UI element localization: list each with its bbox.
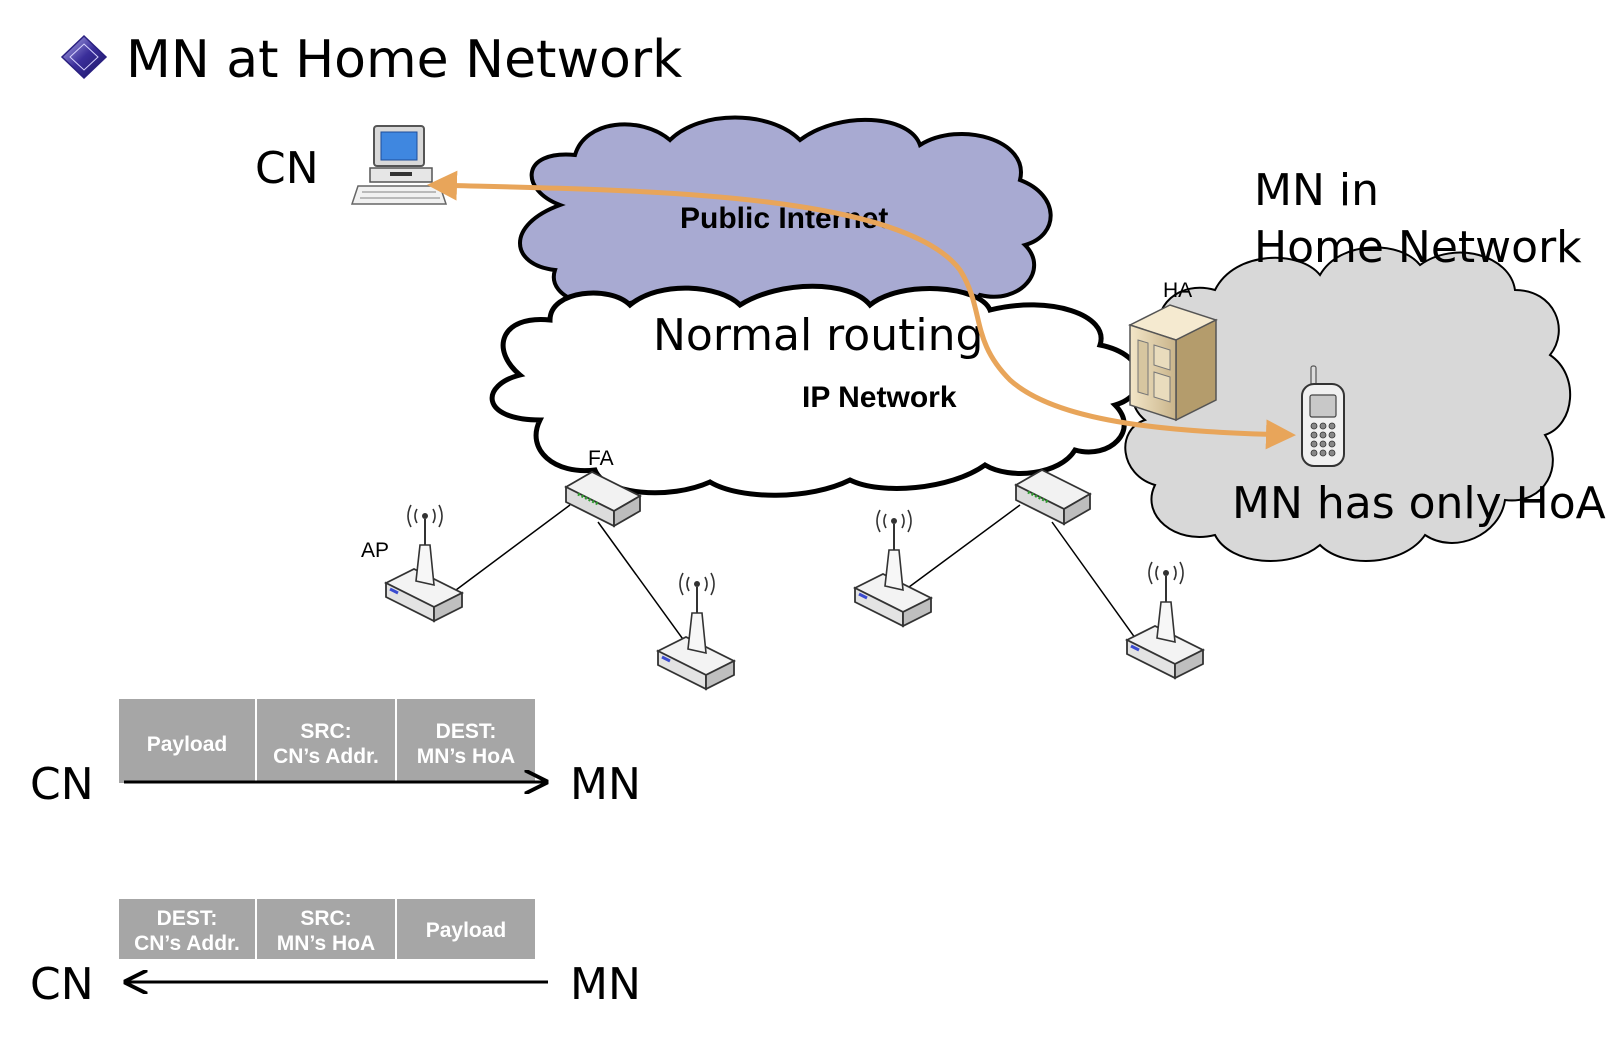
router-icon — [1014, 468, 1092, 526]
packet-cn-to-mn: Payload SRC: CN’s Addr. DEST: MN’s HoA C… — [30, 697, 641, 810]
ha-label: HA — [1163, 279, 1192, 302]
page-title: MN at Home Network — [126, 30, 682, 90]
access-point-icon — [655, 572, 737, 691]
packet2-from-label: CN — [30, 959, 94, 1010]
router-ap-links — [455, 504, 1139, 643]
packet-field-text: CN’s Addr. — [273, 745, 379, 768]
routing-path-arrow — [427, 170, 1296, 450]
packet-field-text: DEST: — [436, 720, 497, 743]
mn-has-only-hoa-label: MN has only HoA — [1232, 478, 1606, 529]
server-icon — [1128, 304, 1218, 422]
packet-field-text: MN’s HoA — [277, 932, 375, 955]
title-group: MN at Home Network — [60, 30, 682, 90]
cn-top-label: CN — [255, 143, 319, 194]
mn-in-home-label-line2: Home Network — [1254, 222, 1582, 273]
packet-field: DEST: MN’s HoA — [395, 697, 537, 785]
packet-mn-to-cn: DEST: CN’s Addr. SRC: MN’s HoA Payload C… — [30, 897, 641, 1010]
fa-label: FA — [588, 447, 614, 470]
packet-field-text: SRC: — [300, 907, 351, 930]
packet1-from-label: CN — [30, 759, 94, 810]
mn-in-home-label-line1: MN in — [1254, 165, 1379, 216]
normal-routing-label: Normal routing — [653, 310, 983, 361]
packet-field: Payload — [395, 897, 537, 961]
access-point-icon — [383, 504, 465, 623]
packet-field-text: Payload — [147, 733, 228, 756]
packet-field-text: MN’s HoA — [417, 745, 515, 768]
packet-field-text: SRC: — [300, 720, 351, 743]
packet2-to-label: MN — [570, 959, 641, 1010]
access-point-icon — [1124, 561, 1206, 680]
packet-field: DEST: CN’s Addr. — [117, 897, 257, 961]
packet-field-text: Payload — [426, 919, 507, 942]
ip-network-label: IP Network — [802, 381, 957, 414]
diamond-bullet-icon — [60, 34, 108, 80]
access-point-icon — [852, 509, 934, 628]
cellphone-icon — [1301, 365, 1345, 467]
packet1-to-label: MN — [570, 759, 641, 810]
packet-field: SRC: MN’s HoA — [255, 897, 397, 961]
packet-field: SRC: CN’s Addr. — [255, 697, 397, 785]
packet-field-text: DEST: — [157, 907, 218, 930]
packet-field-text: CN’s Addr. — [134, 932, 240, 955]
router-icon — [564, 470, 642, 528]
ap-label: AP — [361, 539, 389, 562]
packet-field: Payload — [117, 697, 257, 785]
computer-icon — [350, 125, 448, 205]
